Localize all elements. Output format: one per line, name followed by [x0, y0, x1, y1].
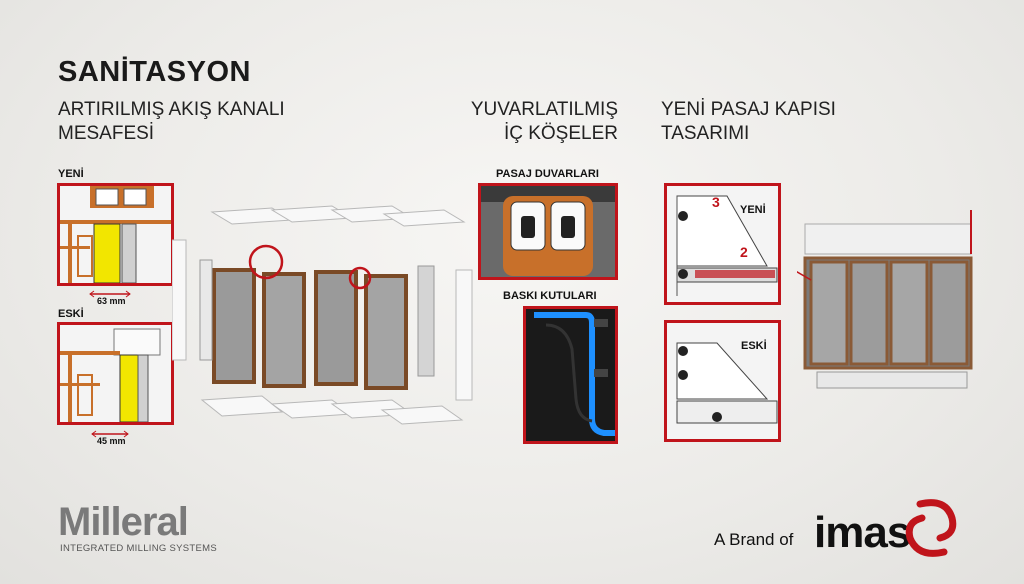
passage-walls-detail — [478, 183, 618, 280]
new-door-detail — [664, 183, 781, 305]
door-old-label: ESKİ — [741, 340, 767, 352]
corners-heading-line2: İÇ KÖŞELER — [503, 123, 618, 144]
brand-prefix: A Brand of — [714, 530, 794, 549]
old-measure: 45 mm — [97, 436, 126, 446]
walls-label: PASAJ DUVARLARI — [496, 168, 599, 180]
imas-logo: imas — [814, 508, 911, 557]
new-measure: 63 mm — [97, 296, 126, 306]
old-measure-arrow — [90, 426, 130, 438]
old-label: ESKİ — [58, 308, 84, 320]
sieve-front-illustration — [786, 200, 977, 405]
new-measure-arrow — [88, 286, 132, 298]
old-channel-detail — [57, 322, 174, 425]
boxes-label: BASKI KUTULARI — [503, 290, 597, 302]
channel-heading: ARTIRILMIŞ AKIŞ KANALI MESAFESİ — [58, 98, 285, 146]
imas-logo-mark-icon — [900, 498, 964, 560]
pressure-boxes-detail — [523, 306, 618, 444]
pressure-boxes-drawing — [526, 309, 615, 441]
old-channel-drawing — [60, 325, 171, 422]
door-heading-line2: TASARIMI — [661, 123, 750, 144]
milleral-logo: Milleral — [58, 500, 189, 544]
passage-walls-drawing — [481, 186, 615, 277]
page-title: SANİTASYON — [58, 56, 251, 88]
door-new-label: YENİ — [740, 204, 766, 216]
milleral-subtitle: INTEGRATED MILLING SYSTEMS — [60, 543, 218, 554]
marker-3: 3 — [712, 194, 720, 210]
new-door-drawing — [667, 186, 778, 302]
door-heading: YENİ PASAJ KAPISI TASARIMI — [661, 98, 836, 146]
exploded-sieve-illustration — [171, 200, 477, 440]
new-label: YENİ — [58, 168, 84, 180]
channel-heading-line2: MESAFESİ — [58, 123, 155, 144]
new-channel-detail — [57, 183, 174, 286]
old-door-drawing — [667, 323, 778, 439]
channel-heading-line1: ARTIRILMIŞ AKIŞ KANALI — [58, 99, 285, 120]
old-door-detail — [664, 320, 781, 442]
corners-heading: YUVARLATILMIŞ İÇ KÖŞELER — [468, 98, 618, 146]
new-channel-drawing — [60, 186, 171, 283]
corners-heading-line1: YUVARLATILMIŞ — [470, 99, 618, 120]
door-heading-line1: YENİ PASAJ KAPISI — [661, 99, 836, 120]
marker-2: 2 — [740, 244, 748, 260]
